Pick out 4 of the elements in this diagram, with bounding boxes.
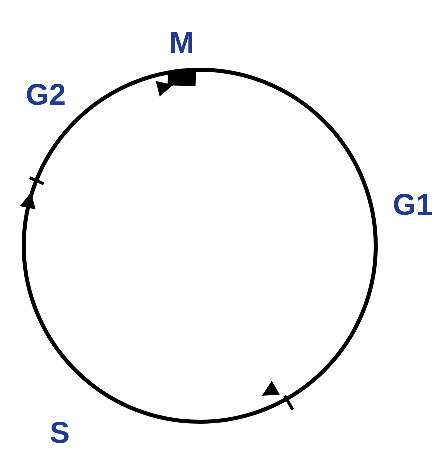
phase-label: G2: [26, 81, 66, 111]
phase-label: S: [50, 419, 70, 449]
phase-label: G1: [392, 191, 434, 221]
phase-label: M: [170, 29, 194, 59]
